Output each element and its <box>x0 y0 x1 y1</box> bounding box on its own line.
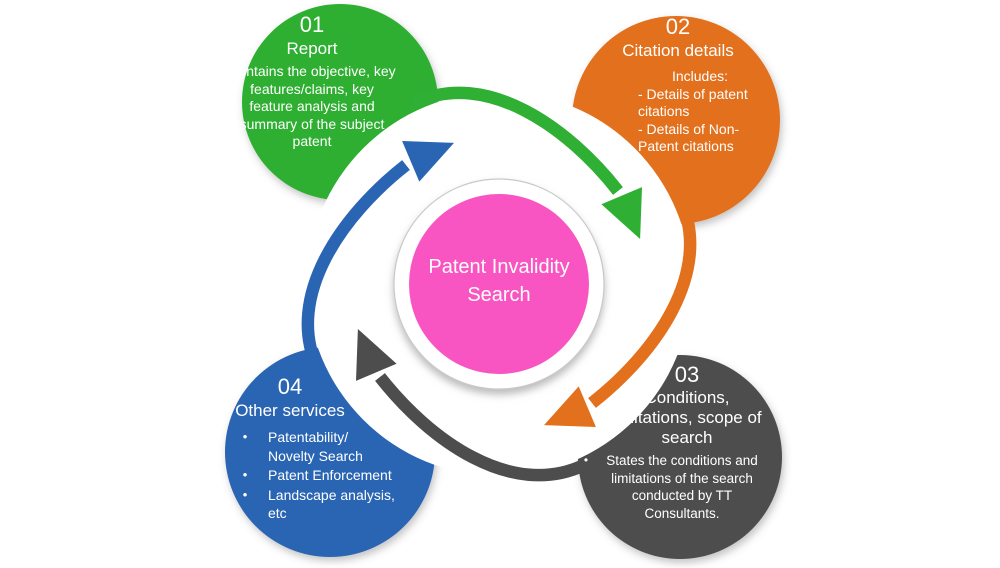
node-01-block: 01 Report Contains the objective, key fe… <box>227 12 397 151</box>
citation-item: - Details of patent citations <box>638 85 748 120</box>
service-item-text: Patent Enforcement <box>268 467 392 483</box>
service-item: • Patent Enforcement <box>238 466 398 485</box>
node-04-title: Other services <box>235 401 345 420</box>
arrow-03-to-04 <box>356 329 587 482</box>
arrow-head-icon <box>601 187 642 239</box>
service-item-text: Landscape analysis, etc <box>268 486 395 522</box>
citation-item: - Details of Non-Patent citations <box>638 120 740 155</box>
node-04-number: 04 <box>277 374 303 399</box>
arrow-head-icon <box>402 141 454 182</box>
bullet-icon: • <box>242 429 248 444</box>
center-label: Patent Invalidity Search <box>428 256 570 306</box>
node-04-bullet-list: • Patentability/ Novelty Search • Patent… <box>238 428 398 524</box>
arrow-arc <box>301 160 410 372</box>
service-item: • Landscape analysis, etc <box>238 486 398 523</box>
arrow-arc <box>588 196 697 408</box>
node-03-title: Conditions, limitations, scope of search <box>612 388 762 447</box>
node-01-title: Report <box>286 39 338 58</box>
arrow-arc <box>411 86 623 195</box>
node-02-intro: Includes: <box>671 68 729 84</box>
arrow-head-icon <box>544 386 596 427</box>
arrow-04-to-01 <box>301 141 454 372</box>
node-02-number: 02 <box>665 14 691 39</box>
arrow-head-icon <box>356 329 397 381</box>
node-01-description: Contains the objective, key features/cla… <box>228 63 396 149</box>
node-04-block: 04 Other services <box>215 374 365 421</box>
node-03-bullet-text: States the conditions and limitations of… <box>606 453 758 521</box>
node-02-title: Citation details <box>622 41 734 60</box>
bullet-icon: • <box>583 453 589 467</box>
node-03-bullet: • States the conditions and limitations … <box>578 452 774 522</box>
bullet-icon: • <box>242 486 248 502</box>
service-item-text: Patentability/ Novelty Search <box>268 429 363 464</box>
node-03-block: 03 Conditions, limitations, scope of sea… <box>609 362 765 448</box>
bullet-icon: • <box>242 467 248 482</box>
center-circle <box>409 194 589 374</box>
arrow-01-to-02 <box>411 86 642 239</box>
arrow-02-to-03 <box>544 196 697 427</box>
node-01-number: 01 <box>299 12 325 37</box>
node-03-number: 03 <box>674 362 700 387</box>
arrow-arc <box>375 373 587 482</box>
node-02-block: 02 Citation details Includes: - Details … <box>588 14 768 156</box>
service-item: • Patentability/ Novelty Search <box>238 428 398 465</box>
